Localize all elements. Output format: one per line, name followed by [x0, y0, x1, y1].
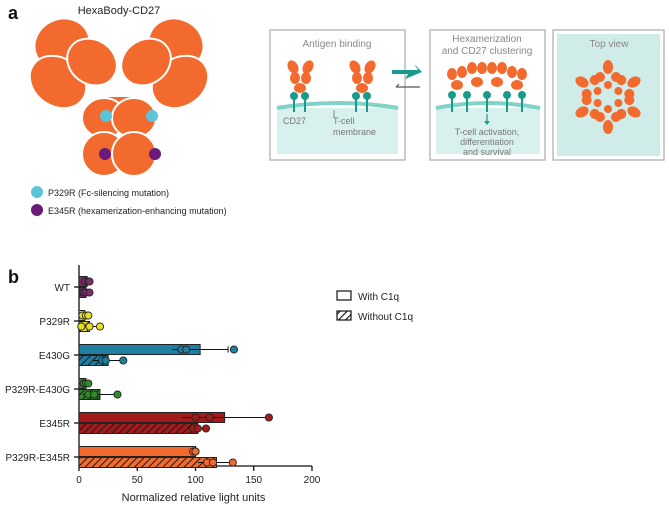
data-point: [85, 288, 94, 297]
bar-without-c1q: [78, 457, 217, 468]
without-c1q-swatch: [336, 310, 352, 321]
data-point: [101, 356, 110, 365]
data-point: [264, 413, 273, 422]
data-point: [182, 345, 191, 354]
without-c1q-legend-label: Without C1q: [358, 312, 413, 323]
panel-a-letter: a: [8, 3, 19, 23]
molecule-title: HexaBody-CD27: [78, 5, 161, 17]
data-point: [77, 322, 86, 331]
data-point: [201, 424, 211, 433]
p329r-marker: [100, 110, 112, 122]
hexamerization-box: Hexamerization and CD27 clustering T-cel…: [429, 29, 546, 161]
equilibrium-arrows: [392, 64, 422, 88]
with-c1q-legend-label: With C1q: [358, 292, 399, 303]
top-view-box: Top view: [552, 29, 665, 161]
bar-without-c1q: [78, 423, 199, 434]
category-label: WT: [54, 283, 70, 294]
outcome-line2: differentiation: [460, 137, 514, 147]
category-label: E345R: [39, 419, 70, 430]
chart-legend: With C1q Without C1q: [336, 290, 413, 323]
x-tick-label: 0: [76, 475, 82, 486]
data-point: [193, 424, 202, 433]
outcome-line1: T-cell activation,: [455, 127, 520, 137]
x-tick-label: 200: [304, 475, 321, 486]
data-point: [84, 311, 93, 320]
antigen-binding-box: Antigen binding CD27 T-cell membrane: [269, 29, 406, 161]
data-point: [113, 390, 122, 399]
x-axis-label: Normalized relative light units: [122, 492, 266, 504]
x-tick-label: 50: [132, 475, 144, 486]
e345r-legend-swatch: [31, 204, 43, 216]
data-point: [191, 447, 200, 456]
data-point: [208, 458, 218, 467]
p329r-marker: [146, 110, 158, 122]
hexamerization-title-line2: and CD27 clustering: [442, 46, 533, 57]
data-point: [84, 379, 93, 388]
membrane-label-line2: membrane: [333, 127, 376, 137]
p329r-legend-swatch: [31, 186, 43, 198]
category-label: P329R-E345R: [6, 453, 70, 464]
antigen-binding-title: Antigen binding: [303, 39, 372, 50]
top-view-title: Top view: [590, 39, 630, 50]
mutation-markers: [99, 110, 161, 160]
bar-with-c1q: [78, 446, 196, 457]
data-point: [119, 356, 128, 365]
data-point: [205, 413, 214, 422]
p329r-legend-label: P329R (Fc-silencing mutation): [48, 188, 169, 198]
category-label: P329R: [39, 317, 70, 328]
cd27-label: CD27: [283, 116, 306, 126]
outcome-line3: and survival: [463, 147, 511, 157]
x-tick-label: 100: [187, 475, 204, 486]
data-point: [85, 322, 94, 331]
e345r-marker: [149, 148, 161, 160]
hexamerization-title-line1: Hexamerization: [452, 34, 521, 45]
data-point: [85, 277, 94, 286]
data-point: [191, 413, 200, 422]
category-label: P329R-E430G: [5, 385, 70, 396]
hexabody-antibody-illustration: [28, 17, 210, 177]
data-point: [90, 390, 99, 399]
with-c1q-swatch: [336, 290, 352, 301]
panel-b-letter: b: [8, 267, 19, 287]
e345r-marker: [99, 148, 111, 160]
data-point: [95, 322, 105, 331]
e345r-legend-label: E345R (hexamerization-enhancing mutation…: [48, 206, 227, 216]
data-point: [228, 458, 237, 467]
data-point: [229, 345, 238, 354]
membrane-label-line1: T-cell: [333, 116, 355, 126]
x-tick-label: 150: [245, 475, 262, 486]
category-label: E430G: [39, 351, 70, 362]
